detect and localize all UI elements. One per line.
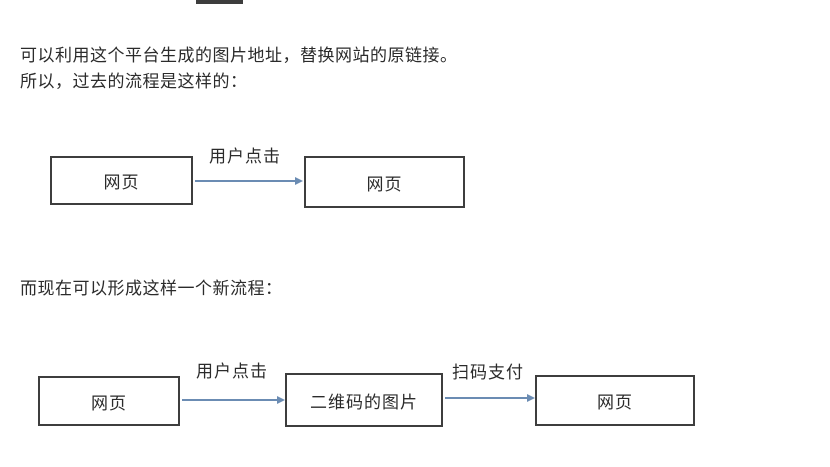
node-label: 网页 <box>597 393 633 412</box>
old-flow-arrow <box>195 176 303 186</box>
node-label: 网页 <box>103 173 140 192</box>
intro-line-2: 所以，过去的流程是这样的： <box>20 72 248 91</box>
new-flow-arrow-2 <box>445 393 535 403</box>
new-flow-node-qrcode-image: 二维码的图片 <box>285 373 443 427</box>
arrow-head-icon <box>277 396 285 404</box>
new-flow-node-webpage-2: 网页 <box>535 375 695 426</box>
node-label: 二维码的图片 <box>310 392 418 412</box>
new-flow-intro: 而现在可以形成这样一个新流程： <box>20 279 283 298</box>
old-flow-node-webpage-1: 网页 <box>50 156 193 205</box>
old-flow-node-webpage-2: 网页 <box>304 156 465 208</box>
old-flow-arrow-label-user-click: 用户点击 <box>209 147 281 166</box>
new-flow-node-webpage-1: 网页 <box>38 376 180 426</box>
cropped-image-fragment <box>196 0 243 4</box>
arrow-head-icon <box>527 394 535 402</box>
arrow-head-icon <box>295 177 303 185</box>
arrow-shaft <box>195 180 297 182</box>
arrow-shaft <box>445 397 529 399</box>
node-label: 网页 <box>91 393 127 413</box>
new-flow-arrow-label-scan-pay: 扫码支付 <box>452 363 524 382</box>
new-flow-arrow-label-user-click: 用户点击 <box>196 362 268 381</box>
intro-line-1: 可以利用这个平台生成的图片地址，替换网站的原链接。 <box>20 46 458 65</box>
new-flow-arrow-1 <box>182 395 285 405</box>
arrow-shaft <box>182 399 279 401</box>
node-label: 网页 <box>366 174 403 194</box>
